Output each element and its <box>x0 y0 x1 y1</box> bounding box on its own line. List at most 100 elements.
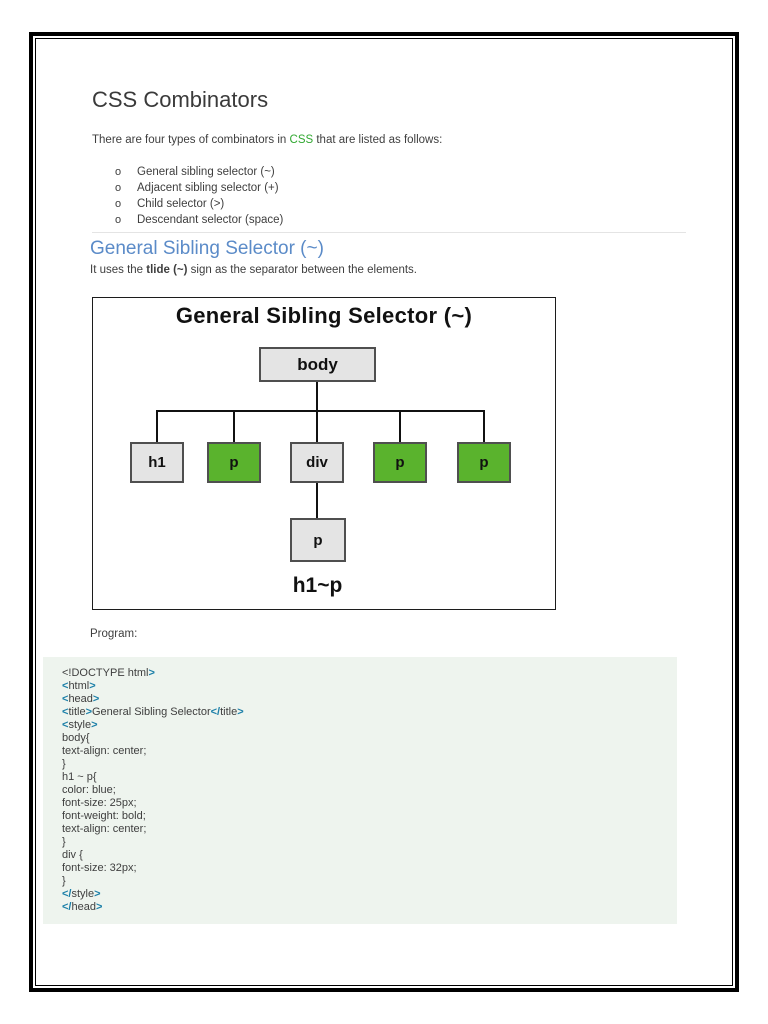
code-block: <!DOCTYPE html><html><head><title>Genera… <box>43 657 677 924</box>
diagram-caption: h1~p <box>292 574 343 597</box>
code-token-text: title <box>68 706 86 718</box>
intro-text-suffix: that are listed as follows: <box>313 134 443 146</box>
code-token-text: head <box>68 693 93 705</box>
code-token-text: <!DOCTYPE html <box>62 667 149 679</box>
code-token-bracket: < <box>62 680 69 692</box>
code-token-text: div { <box>62 849 83 861</box>
code-token-text: } <box>62 875 66 887</box>
code-line: </style> <box>62 888 667 901</box>
tree-connector <box>233 410 235 442</box>
diagram-node-h1: h1 <box>130 442 184 483</box>
code-token-text: html <box>68 680 90 692</box>
code-token-text: body{ <box>62 732 90 744</box>
section-heading: General Sibling Selector (~) <box>90 238 324 259</box>
code-line: font-size: 25px; <box>62 797 667 810</box>
code-line: font-size: 32px; <box>62 862 667 875</box>
code-token-text: style <box>71 888 95 900</box>
tree-connector <box>316 382 318 410</box>
code-token-text: General Sibling Selector <box>92 706 211 718</box>
code-line: } <box>62 875 667 888</box>
code-line: div { <box>62 849 667 862</box>
code-line: color: blue; <box>62 784 667 797</box>
css-link[interactable]: CSS <box>289 134 314 146</box>
code-line: text-align: center; <box>62 823 667 836</box>
code-token-text: color: blue; <box>62 784 116 796</box>
tree-connector <box>156 410 484 412</box>
code-token-bracket: </ <box>62 901 72 913</box>
intro-paragraph: There are four types of combinators in C… <box>92 133 735 147</box>
diagram-node-p-child: p <box>290 518 346 562</box>
list-item: o Adjacent sibling selector (+) <box>115 180 735 196</box>
list-bullet: o <box>115 214 122 226</box>
list-bullet: o <box>115 182 122 194</box>
tree-connector <box>316 410 318 442</box>
code-line: body{ <box>62 732 667 745</box>
code-token-text: h1 ~ p{ <box>62 771 97 783</box>
code-token-bracket: > <box>237 706 244 718</box>
list-item-label: General sibling selector (~) <box>137 166 275 178</box>
code-line: } <box>62 836 667 849</box>
diagram-title: General Sibling Selector (~) <box>175 303 473 328</box>
code-line: <style> <box>62 719 667 732</box>
code-line: <head> <box>62 693 667 706</box>
code-token-bracket: </ <box>62 888 72 900</box>
tree-connector <box>483 410 485 442</box>
code-line: text-align: center; <box>62 745 667 758</box>
list-item: o Descendant selector (space) <box>115 212 735 228</box>
diagram-node-div: div <box>290 442 344 483</box>
list-item-label: Adjacent sibling selector (+) <box>137 182 279 194</box>
code-token-bracket: > <box>91 719 98 731</box>
desc-bold-term: tlide (~) <box>146 264 188 276</box>
horizontal-divider <box>92 232 686 233</box>
tree-connector <box>156 410 158 442</box>
code-line: } <box>62 758 667 771</box>
code-token-bracket: < <box>62 719 69 731</box>
diagram-node-p-2: p <box>373 442 427 483</box>
program-label: Program: <box>90 628 138 640</box>
diagram-node-body: body <box>259 347 376 382</box>
code-token-bracket: > <box>95 901 103 913</box>
code-line: <!DOCTYPE html> <box>62 667 667 680</box>
tree-connector <box>316 483 318 518</box>
intro-text-prefix: There are four types of combinators in <box>92 134 290 146</box>
code-token-text: style <box>68 719 92 731</box>
list-item: o General sibling selector (~) <box>115 164 735 180</box>
diagram-node-p-1: p <box>207 442 261 483</box>
page-title: CSS Combinators <box>92 87 269 112</box>
code-token-text: text-align: center; <box>62 823 147 835</box>
code-token-bracket: < <box>62 693 69 705</box>
list-item: o Child selector (>) <box>115 196 735 212</box>
desc-prefix: It uses the <box>90 264 147 276</box>
code-token-text: head <box>71 901 96 913</box>
code-line: h1 ~ p{ <box>62 771 667 784</box>
code-line: </head> <box>62 901 667 914</box>
code-token-text: font-size: 32px; <box>62 862 137 874</box>
code-token-bracket: > <box>89 680 96 692</box>
section-description: It uses the tlide (~) sign as the separa… <box>90 264 735 277</box>
code-token-bracket: </ <box>210 706 221 718</box>
list-item-label: Child selector (>) <box>137 198 225 210</box>
code-token-bracket: > <box>92 693 100 705</box>
list-item-label: Descendant selector (space) <box>137 214 284 226</box>
code-line: <title>General Sibling Selector</title> <box>62 706 667 719</box>
code-token-bracket: > <box>94 888 101 900</box>
code-token-bracket: > <box>148 667 155 679</box>
selector-diagram: General Sibling Selector (~) body h1 p d… <box>92 297 556 610</box>
code-token-bracket: > <box>85 706 92 718</box>
list-bullet: o <box>115 166 122 178</box>
code-line: <html> <box>62 680 667 693</box>
code-token-text: title <box>220 706 238 718</box>
code-token-text: } <box>62 836 66 848</box>
diagram-node-p-3: p <box>457 442 511 483</box>
list-bullet: o <box>115 198 122 210</box>
code-token-text: font-size: 25px; <box>62 797 137 809</box>
tree-connector <box>399 410 401 442</box>
code-token-bracket: < <box>62 706 69 718</box>
code-token-text: } <box>62 758 66 770</box>
document-page: CSS Combinators There are four types of … <box>29 32 739 992</box>
code-token-text: font-weight: bold; <box>62 810 146 822</box>
code-line: font-weight: bold; <box>62 810 667 823</box>
desc-suffix: sign as the separator between the elemen… <box>187 264 417 276</box>
code-token-text: text-align: center; <box>62 745 147 757</box>
